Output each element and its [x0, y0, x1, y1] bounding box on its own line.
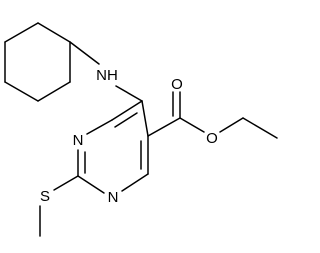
bond-carbonyl-c-ether-o [179, 117, 205, 133]
bond-ch2-ch3 [242, 117, 278, 139]
bond-c4-c4a [111, 100, 143, 121]
bond [4, 81, 39, 102]
atom-label-carbonyl-o: O [171, 76, 183, 93]
bond-c2-s [53, 175, 79, 191]
bond [4, 22, 39, 43]
ester-group [147, 91, 278, 139]
bond-c4-c5 [141, 100, 149, 137]
atom-label-n3: N [73, 132, 84, 149]
pyrimidine-ring [77, 100, 149, 194]
bond-nh-c4 [115, 85, 143, 102]
methylthio-group [39, 175, 79, 237]
bond-c6-n1 [121, 173, 149, 192]
cyclohexyl-ring [4, 22, 71, 102]
bond-n1-c2 [77, 175, 105, 194]
atom-label-n1: N [108, 189, 119, 206]
bond [37, 22, 71, 43]
bond-c5-carbonyl-c [147, 117, 181, 137]
molecule-drawing: NH N N O O S [4, 22, 278, 237]
atom-label-nh: NH [96, 67, 118, 84]
bond-c4-n3-inner [114, 112, 138, 128]
bond [37, 81, 71, 102]
atom-label-ether-o: O [206, 130, 218, 147]
bond-n3-c4 [86, 119, 113, 135]
bond-ether-o-ch2 [219, 117, 244, 133]
bond-cyclohexyl-nh [69, 41, 100, 65]
structure-canvas: NH N N O O S [4, 22, 278, 237]
atom-label-s: S [40, 188, 50, 205]
